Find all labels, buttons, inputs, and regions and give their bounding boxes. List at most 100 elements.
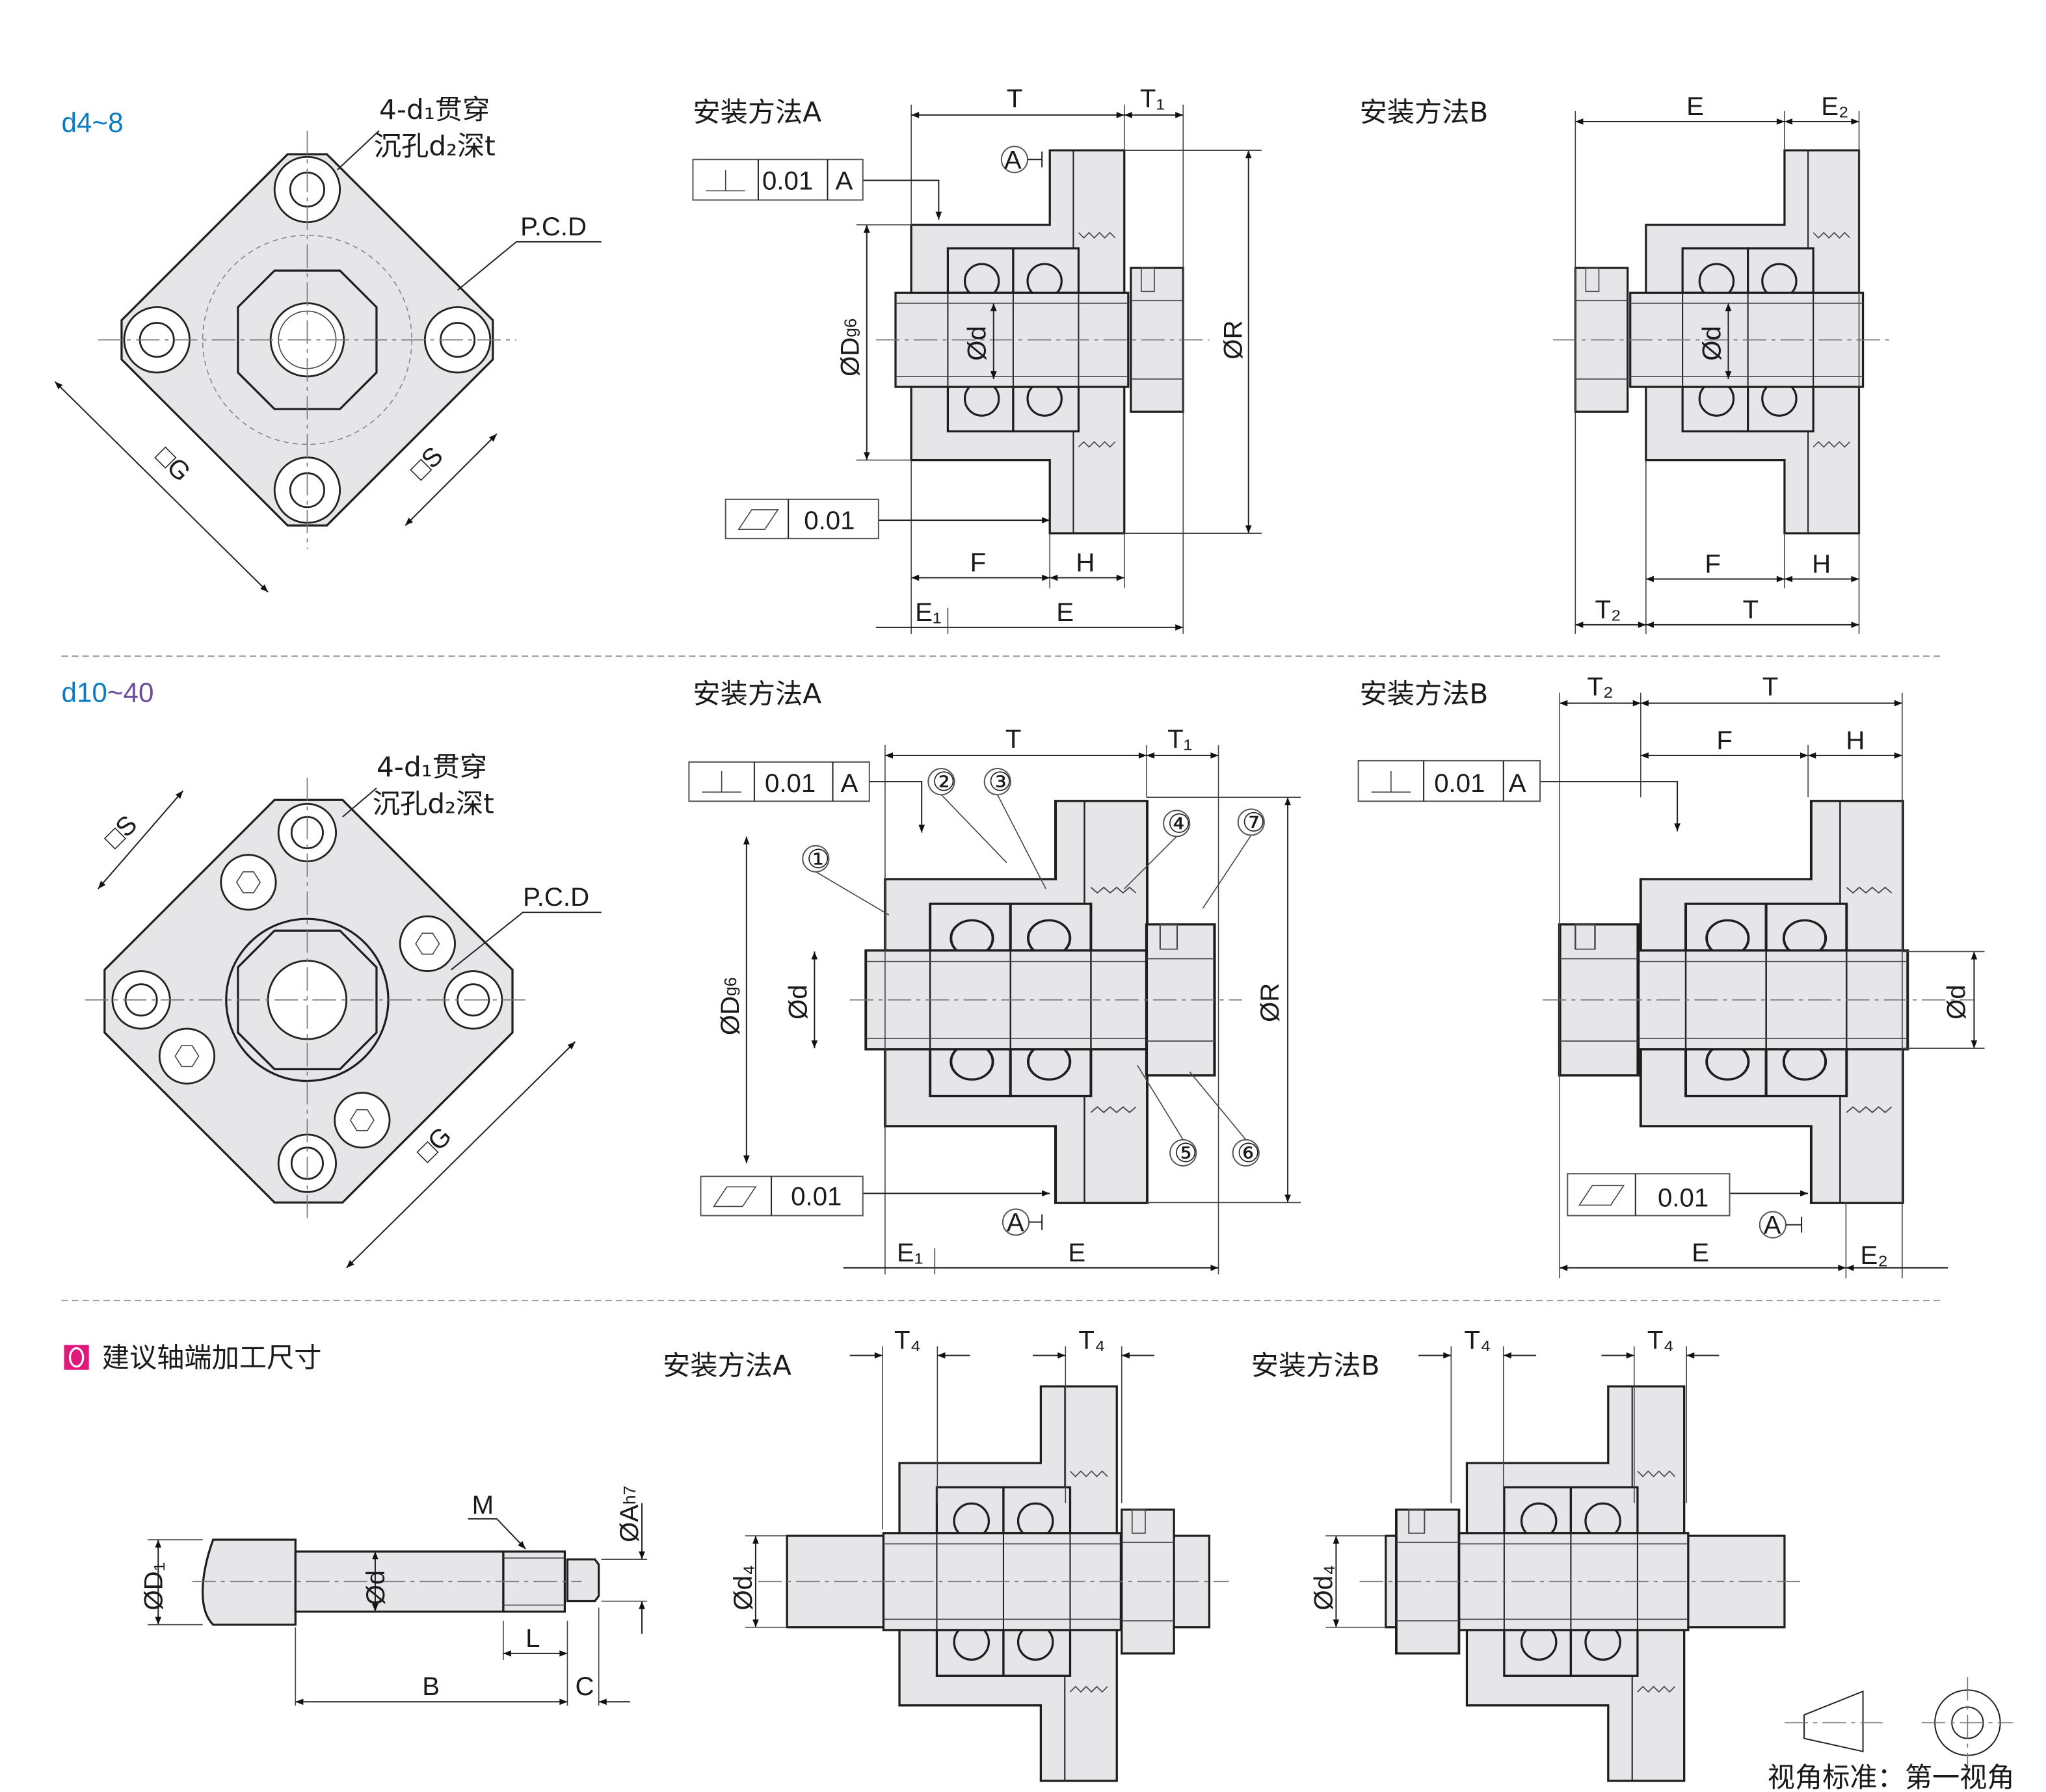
flatness-frame-a-large — [700, 1176, 864, 1217]
balloon-1: ① — [806, 845, 830, 874]
tolerance-value: 0.01 — [762, 166, 813, 195]
dim-T1: T₁ — [1167, 724, 1192, 754]
dim-E-b: E — [1686, 92, 1704, 121]
first-angle-projection-icon — [1784, 1677, 2013, 1769]
dim-T4-a-right: T₄ — [1078, 1326, 1105, 1355]
tolerance-datum: A — [841, 769, 858, 798]
perpendicular-icon — [706, 170, 745, 192]
method-a-label-large: 安装方法A — [693, 678, 821, 709]
dim-M: M — [472, 1490, 494, 1520]
balloon-6: ⑥ — [1237, 1139, 1260, 1168]
shaft-section-title: 建议轴端加工尺寸 — [102, 1342, 322, 1374]
dim-L: L — [525, 1624, 540, 1653]
front-view-large — [85, 778, 602, 1269]
dim-E: E — [1068, 1238, 1085, 1267]
balloon-5: ⑤ — [1174, 1139, 1197, 1168]
dim-H-b: H — [1812, 549, 1831, 578]
tolerance-datum: A — [1509, 769, 1526, 798]
balloon-2: ② — [932, 767, 955, 797]
dim-H: H — [1076, 547, 1095, 577]
dim-B: B — [422, 1672, 440, 1701]
dim-T1: T₁ — [1140, 84, 1165, 113]
dim-D1: ØD₁ — [139, 1562, 168, 1611]
flatness-icon — [737, 509, 779, 530]
view-standard-label: 视角标准：第一视角 — [1768, 1761, 2015, 1792]
dim-E1: E₁ — [897, 1238, 923, 1267]
dim-Dg6: ØDg6 — [836, 319, 865, 376]
counterbore-label: 沉孔d₂深t — [374, 130, 496, 162]
flatness-icon — [713, 1186, 757, 1207]
assembly-method-a-small — [856, 104, 1262, 634]
dim-d-b: Ød — [1941, 984, 1971, 1020]
datum-a-label: A — [1764, 1211, 1781, 1240]
assembly-method-a-large — [743, 744, 1301, 1274]
dim-T2-b: T₂ — [1587, 672, 1613, 701]
holes-label-large: 4-d₁贯穿 — [377, 751, 487, 783]
pcd-label-large: P.C.D — [523, 882, 589, 912]
datum-a-label: A — [1004, 145, 1022, 174]
dim-Dg6: ØDg6 — [715, 977, 745, 1035]
dim-F: F — [970, 547, 987, 577]
balloon-3: ③ — [989, 767, 1012, 797]
balloon-leaders — [815, 794, 1252, 1140]
dim-H-b: H — [1846, 726, 1865, 755]
dim-E1: E₁ — [915, 598, 941, 627]
perpendicular-icon — [702, 771, 741, 793]
dim-T-b: T — [1743, 595, 1759, 624]
flatness-value: 0.01 — [1658, 1183, 1708, 1212]
dim-C: C — [576, 1672, 594, 1701]
flatness-value: 0.01 — [804, 506, 855, 535]
counterbore-label-large: 沉孔d₂深t — [373, 787, 494, 819]
assembly-method-b-shaft — [1325, 1346, 1805, 1782]
flatness-icon — [1578, 1185, 1625, 1206]
socket-screws — [158, 854, 456, 1149]
tolerance-value: 0.01 — [765, 769, 816, 798]
method-b-label: 安装方法B — [1360, 96, 1489, 128]
assembly-method-a-shaft — [745, 1346, 1229, 1782]
dim-T2-b: T₂ — [1595, 595, 1621, 624]
assembly-method-b-small — [1553, 111, 1889, 634]
dim-T: T — [1007, 84, 1023, 113]
perpendicularity-frame-a-large — [688, 761, 870, 802]
section-label-large: d10~40 — [61, 677, 153, 707]
shaft-end-drawing — [148, 1503, 648, 1706]
balloon-7: ⑦ — [1242, 808, 1266, 837]
g-dim-label: □G — [150, 441, 196, 487]
perpendicularity-frame-b-large — [1357, 759, 1541, 802]
method-b-label-shaft: 安装方法B — [1251, 1350, 1380, 1382]
dim-R: ØR — [1255, 983, 1284, 1022]
dim-T4-b-right: T₄ — [1647, 1326, 1674, 1355]
dim-R: ØR — [1219, 321, 1248, 360]
perpendicular-icon — [1371, 771, 1411, 793]
dim-E2-b: E₂ — [1821, 92, 1848, 121]
flatness-value: 0.01 — [791, 1181, 842, 1211]
dim-F-b: F — [1716, 726, 1733, 755]
tolerance-value: 0.01 — [1434, 769, 1485, 798]
flatness-frame-a-small — [724, 498, 879, 540]
dim-E-b: E — [1692, 1238, 1709, 1267]
method-a-label-shaft: 安装方法A — [663, 1350, 791, 1382]
holes-label: 4-d₁贯穿 — [379, 94, 490, 125]
dim-d4-b: Ød₄ — [1309, 1565, 1338, 1611]
pcd-label: P.C.D — [520, 212, 587, 241]
perpendicularity-frame-a-small — [692, 159, 864, 201]
dim-F-b: F — [1705, 549, 1721, 578]
flatness-frame-b-large — [1567, 1173, 1731, 1217]
dim-shaft-d: Ød — [361, 1570, 390, 1605]
dim-E2-b: E₂ — [1861, 1241, 1888, 1270]
dim-Ah7: ØAh7 — [615, 1486, 644, 1542]
method-a-label: 安装方法A — [693, 96, 821, 128]
dim-T-b: T — [1762, 672, 1779, 701]
method-b-label-large: 安装方法B — [1360, 678, 1489, 709]
dim-d: Ød — [963, 326, 992, 361]
section-label-small: d4~8 — [61, 107, 123, 138]
dim-d4-a: Ød₄ — [728, 1565, 758, 1611]
dim-T: T — [1005, 724, 1022, 754]
tolerance-datum: A — [836, 166, 853, 195]
s-dim-label-large: □S — [98, 810, 142, 854]
assembly-method-b-large — [1540, 692, 1985, 1278]
s-dim-label: □S — [405, 441, 449, 485]
dim-E: E — [1056, 598, 1074, 627]
balloon-4: ④ — [1167, 810, 1191, 839]
